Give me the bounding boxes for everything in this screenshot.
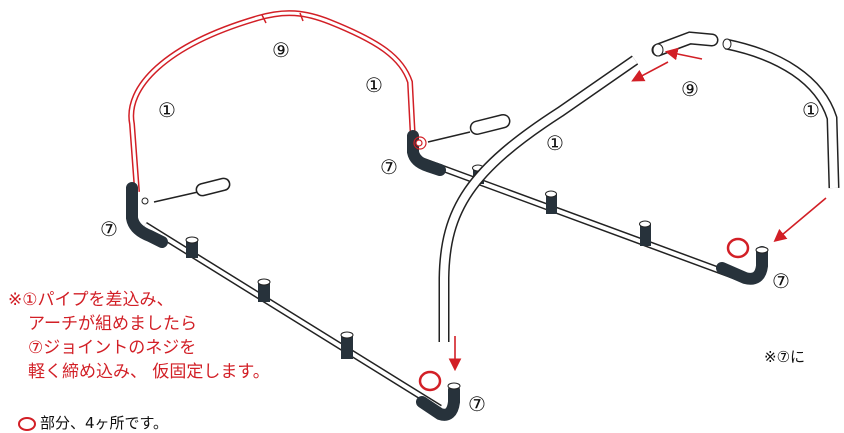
legend-note-text: 部分、4ヶ所です。 <box>40 414 169 432</box>
assembly-instruction: ※①パイプを差込み、 アーチが組めましたら ⑦ジョイントのネジを 軽く締め込み、… <box>8 288 270 384</box>
screwdriver-icon <box>427 113 511 143</box>
insert-point-ring <box>726 237 750 259</box>
joint-left-front <box>126 182 168 248</box>
label-part-7: ⑦ <box>100 217 118 241</box>
label-part-7: ⑦ <box>772 269 790 293</box>
instruction-line-3: ⑦ジョイントのネジを <box>28 338 197 358</box>
side-note: ※⑦に <box>764 348 806 366</box>
joint-back-end <box>716 246 768 285</box>
label-part-1: ① <box>365 73 383 97</box>
arrow-to-joint <box>773 197 827 243</box>
label-part-9: ⑨ <box>272 38 290 62</box>
instruction-line-1: ※①パイプを差込み、 <box>8 290 174 310</box>
label-part-7: ⑦ <box>380 155 398 179</box>
instruction-line-2: アーチが組めましたら <box>28 314 197 334</box>
arrow-to-pipe9 <box>664 47 703 61</box>
insert-point-ring <box>418 370 442 392</box>
label-part-1: ① <box>158 98 176 122</box>
front-posts <box>185 236 354 359</box>
right-exploded-parts <box>418 31 840 392</box>
label-part-7: ⑦ <box>468 392 486 416</box>
screwdriver-icon <box>153 177 231 203</box>
legend-note: 部分、4ヶ所です。 <box>18 412 168 433</box>
joint-left-back <box>407 130 446 176</box>
instruction-line-4: 軽く締め込み、 仮固定します。 <box>28 362 270 382</box>
arrow-to-pipe9-2 <box>631 61 669 82</box>
joint-front-end <box>416 384 460 421</box>
label-part-1: ① <box>802 98 820 122</box>
part-labels: ⑨ ① ① ⑦ ⑦ ⑦ ⑦ ① ⑨ ① <box>100 38 820 416</box>
assembly-diagram: ⑨ ① ① ⑦ ⑦ ⑦ ⑦ ① ⑨ ① <box>100 10 840 421</box>
label-part-9: ⑨ <box>681 77 699 101</box>
label-part-1: ① <box>546 131 564 155</box>
